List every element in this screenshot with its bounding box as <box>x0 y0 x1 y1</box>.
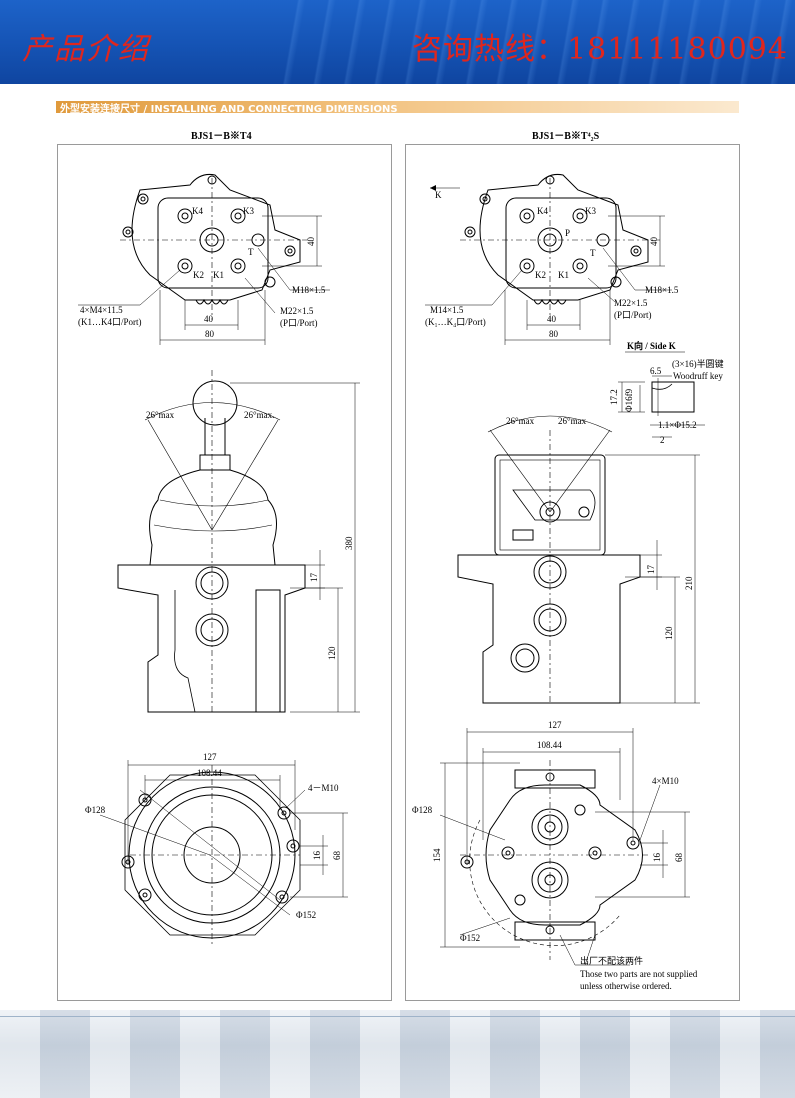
right-dim-m14: M14×1.5 <box>430 305 464 315</box>
right-dim-17: 17 <box>646 565 656 575</box>
right-dim-65: 6.5 <box>650 366 662 376</box>
right-bottom-view <box>439 728 690 966</box>
left-dim-40-h: 40 <box>204 314 214 324</box>
left-dim-phi152: Φ152 <box>296 910 316 920</box>
right-dim-m22: M22×1.5 <box>614 298 648 308</box>
left-model-title: BJS1－B※T4 <box>191 131 252 142</box>
left-dim-120: 120 <box>327 646 337 660</box>
left-dim-phi128: Φ128 <box>85 805 106 815</box>
right-dim-172: 17.2 <box>609 389 619 405</box>
left-port-k2: K2 <box>193 270 204 280</box>
right-dim-210: 210 <box>684 576 694 590</box>
right-dim-40-v: 40 <box>649 237 659 247</box>
right-dim-m10: 4×M10 <box>652 776 679 786</box>
right-dim-2: 2 <box>660 435 665 445</box>
left-angle-right: 26°max. <box>244 410 274 420</box>
right-dim-m14-sub: (K₁…K₄口/Port) <box>425 317 486 327</box>
left-dim-16: 16 <box>312 851 322 861</box>
right-port-t: T <box>590 248 596 258</box>
right-dim-68: 68 <box>674 853 684 863</box>
left-port-t: T <box>248 247 254 257</box>
right-note-en-2: unless otherwise ordered. <box>580 981 672 991</box>
right-port-k3: K3 <box>585 206 596 216</box>
left-dim-108: 108.44 <box>197 768 222 778</box>
footer-decoration <box>0 1010 795 1098</box>
right-key-cn: (3×16)半圆键 <box>672 358 724 369</box>
left-dim-m22-sub: (P口/Port) <box>280 318 318 328</box>
right-note-cn: 出厂不配该两件 <box>580 955 643 966</box>
right-dim-m18: M18×1.5 <box>645 285 679 295</box>
left-side-view <box>117 370 360 715</box>
right-dim-phi128: Φ128 <box>412 805 433 815</box>
right-side-view <box>457 415 700 705</box>
left-dim-17: 17 <box>309 573 319 583</box>
right-top-view <box>425 174 672 345</box>
left-angle-left: 26°max <box>146 410 175 420</box>
right-key-en: Woodruff key <box>673 371 723 381</box>
page-header: 产品介绍 咨询热线：18111180094 <box>0 0 795 84</box>
right-model-title: BJS1－B※T⁴₂S <box>532 131 600 142</box>
left-dim-m4-sub: (K1…K4口/Port) <box>78 317 142 327</box>
left-dim-m10: 4－M10 <box>308 783 339 793</box>
right-dim-16: 16 <box>652 853 662 863</box>
right-dim-chamfer: 1.1×Φ15.2 <box>658 420 697 430</box>
left-dim-m4: 4×M4×11.5 <box>80 305 123 315</box>
right-port-k2: K2 <box>535 270 546 280</box>
right-port-k4: K4 <box>537 206 548 216</box>
right-dim-108: 108.44 <box>537 740 562 750</box>
right-port-k1: K1 <box>558 270 569 280</box>
left-port-k3: K3 <box>243 206 254 216</box>
header-title: 产品介绍 <box>22 32 150 67</box>
section-title-en: / INSTALLING AND CONNECTING DIMENSIONS <box>143 104 398 115</box>
page-footer <box>0 1010 795 1098</box>
right-dim-154: 154 <box>432 848 442 862</box>
left-dim-127: 127 <box>203 752 217 762</box>
right-dim-m22-sub: (P口/Port) <box>614 310 652 320</box>
drawing-labels: K4 K3 K2 K1 T 40 M18×1.5 M22×1.5 (P口/Por… <box>78 190 724 991</box>
right-side-k-detail <box>618 351 705 438</box>
right-drawing-panel <box>405 144 740 1001</box>
right-side-k-title: K向 / Side K <box>627 340 676 351</box>
left-dim-m18: M18×1.5 <box>292 285 326 295</box>
left-dim-m22: M22×1.5 <box>280 306 314 316</box>
section-title-cn: 外型安装连接尺寸 <box>60 104 140 115</box>
left-top-view <box>78 174 330 345</box>
section-title: 外型安装连接尺寸 / INSTALLING AND CONNECTING DIM… <box>60 100 398 115</box>
right-angle-left: 26°max <box>506 416 535 426</box>
right-dim-phi152: Φ152 <box>460 933 480 943</box>
left-port-k4: K4 <box>192 206 203 216</box>
left-bottom-view <box>99 760 348 945</box>
right-port-p: P <box>565 228 570 238</box>
footer-divider <box>0 1016 795 1017</box>
left-port-k1: K1 <box>213 270 224 280</box>
right-dim-40-h: 40 <box>547 314 557 324</box>
right-angle-right: 26°max <box>558 416 587 426</box>
left-dim-80: 80 <box>205 329 215 339</box>
left-dim-68: 68 <box>332 851 342 861</box>
header-decoration <box>275 0 795 84</box>
section-band: 外型安装连接尺寸 / INSTALLING AND CONNECTING DIM… <box>56 100 739 115</box>
hotline-text: 咨询热线：18111180094 <box>412 32 788 67</box>
left-dim-380: 380 <box>344 536 354 550</box>
right-dim-phi16: Φ16f9 <box>624 388 634 412</box>
left-dim-40-v: 40 <box>306 237 316 247</box>
right-dim-80: 80 <box>549 329 559 339</box>
right-note-en-1: Those two parts are not supplied <box>580 969 698 979</box>
right-arrow-k: K <box>435 190 442 200</box>
right-dim-127: 127 <box>548 720 562 730</box>
right-dim-120: 120 <box>664 626 674 640</box>
